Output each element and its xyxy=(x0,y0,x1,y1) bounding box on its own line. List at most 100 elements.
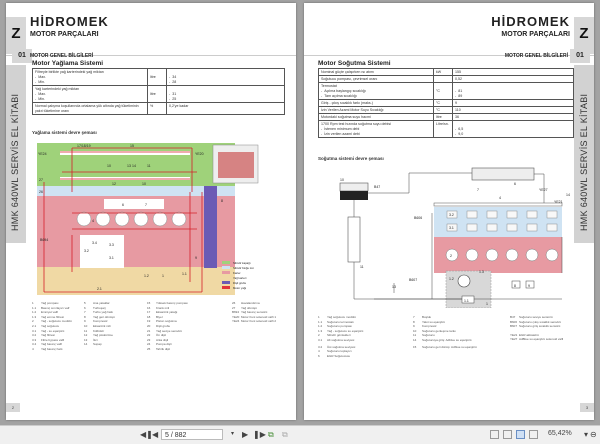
svg-text:YE21: YE21 xyxy=(554,200,563,204)
svg-text:3.2: 3.2 xyxy=(449,213,454,217)
svg-text:9: 9 xyxy=(195,256,197,260)
svg-text:15: 15 xyxy=(130,144,134,148)
cooling-diagram: 10 B47 6 7 4 YE27 14 YE21 B606 3.2 3.1 2… xyxy=(339,167,570,308)
svg-text:2: 2 xyxy=(450,254,452,258)
next-page-icon[interactable]: ▶ xyxy=(242,430,249,439)
continuous-view-icon[interactable] xyxy=(503,430,512,439)
svg-text:3.1: 3.1 xyxy=(109,256,114,260)
svg-text:13: 13 xyxy=(392,285,396,289)
svg-text:YE20: YE20 xyxy=(195,152,204,156)
svg-text:YE27: YE27 xyxy=(539,188,548,192)
svg-text:4: 4 xyxy=(92,219,94,223)
svg-text:B607: B607 xyxy=(409,278,417,282)
svg-text:Karter: Karter xyxy=(233,271,241,275)
section-title: MOTOR PARÇALARI xyxy=(501,31,570,38)
navigation-toolbar: ◀❚ ◀ 5 / 882 ▾ ▶ ❚▶ ⧉ ⧉ 65,42% ▾ ⊖ xyxy=(0,425,600,444)
side-strip xyxy=(574,65,594,243)
svg-text:B606: B606 xyxy=(414,216,422,220)
page-right: Z HİDROMEK MOTOR PARÇALARI 01 MOTOR GENE… xyxy=(304,3,594,420)
header-divider xyxy=(304,55,594,56)
subsection-title: MOTOR GENEL BİLGİLERİ xyxy=(504,53,568,59)
svg-text:YE24: YE24 xyxy=(38,152,47,156)
svg-text:1.2: 1.2 xyxy=(144,274,149,278)
svg-text:1.1: 1.1 xyxy=(182,272,187,276)
svg-text:6: 6 xyxy=(122,203,124,207)
svg-text:1.2: 1.2 xyxy=(449,277,454,281)
svg-text:Silindir kapağı: Silindir kapağı xyxy=(233,261,251,265)
svg-text:17/18/19: 17/18/19 xyxy=(77,144,91,148)
svg-text:12: 12 xyxy=(112,182,116,186)
svg-text:10: 10 xyxy=(107,164,111,168)
svg-text:10: 10 xyxy=(142,182,146,186)
svg-text:3.2: 3.2 xyxy=(84,249,89,253)
page-dropdown-icon[interactable]: ▾ xyxy=(231,431,235,437)
svg-text:26: 26 xyxy=(39,190,43,194)
svg-text:B47: B47 xyxy=(374,185,380,189)
page-number: 3 xyxy=(580,403,594,412)
svg-text:B694: B694 xyxy=(40,238,48,242)
zoom-dropdown-icon[interactable]: ▾ xyxy=(584,430,589,439)
svg-text:2.1: 2.1 xyxy=(97,287,102,291)
section-title: MOTOR PARÇALARI xyxy=(30,31,99,38)
svg-text:7: 7 xyxy=(477,188,479,192)
chapter-number: 01 xyxy=(570,49,590,63)
svg-text:1: 1 xyxy=(486,302,488,306)
zoom-out-icon[interactable]: ⊖ xyxy=(590,430,597,439)
first-page-icon[interactable]: ◀❚ xyxy=(140,430,153,439)
svg-text:1.1: 1.1 xyxy=(464,299,469,303)
svg-text:Silindir bloğu üst: Silindir bloğu üst xyxy=(233,266,254,270)
svg-text:14: 14 xyxy=(566,193,570,197)
header-divider xyxy=(6,55,296,56)
svg-text:Dişli grubu: Dişli grubu xyxy=(233,281,247,285)
hidromek-logo: HİDROMEK xyxy=(491,14,570,29)
page-number: 2 xyxy=(6,403,20,412)
svg-text:7: 7 xyxy=(145,203,147,207)
side-strip xyxy=(6,65,26,243)
svg-text:Yağ karteri: Yağ karteri xyxy=(233,276,247,280)
svg-text:Motor yağı: Motor yağı xyxy=(233,286,246,290)
diagram-title: Soğutma sistemi devre şeması xyxy=(318,156,384,161)
svg-text:3.3: 3.3 xyxy=(109,243,114,247)
previous-view-icon[interactable]: ⧉ xyxy=(268,430,274,439)
svg-text:8: 8 xyxy=(221,199,223,203)
svg-text:11: 11 xyxy=(147,164,151,168)
two-page-view-icon[interactable] xyxy=(516,430,525,439)
chapter-letter: Z xyxy=(574,17,594,54)
chapter-letter: Z xyxy=(6,17,26,54)
last-page-icon[interactable]: ❚▶ xyxy=(253,430,266,439)
page-left: Z HİDROMEK MOTOR PARÇALARI 01 MOTOR GENE… xyxy=(6,3,296,420)
chapter-number: 01 xyxy=(12,49,32,63)
svg-text:10: 10 xyxy=(340,178,344,182)
subsection-title: MOTOR GENEL BİLGİLERİ xyxy=(30,53,94,59)
svg-text:9: 9 xyxy=(528,284,530,288)
svg-text:4: 4 xyxy=(499,196,501,200)
svg-text:1: 1 xyxy=(162,274,164,278)
svg-text:11: 11 xyxy=(360,265,364,269)
section-heading: Motor Soğutma Sistemi xyxy=(318,60,391,67)
side-title: HMK 640WL SERVİS EL KİTABI xyxy=(579,93,589,231)
section-heading: Motor Yağlama Sistemi xyxy=(32,60,104,67)
svg-text:27: 27 xyxy=(39,178,43,182)
svg-text:13: 13 xyxy=(127,164,131,168)
lubrication-diagram: 17/18/19 15 YE24 YE20 10 13 14 11 12 10 … xyxy=(37,143,259,295)
svg-text:8: 8 xyxy=(514,284,516,288)
side-title: HMK 640WL SERVİS EL KİTABI xyxy=(10,93,20,231)
svg-text:3.4: 3.4 xyxy=(92,241,97,245)
two-page-continuous-view-icon[interactable] xyxy=(529,430,538,439)
svg-text:3.1: 3.1 xyxy=(449,226,454,230)
lubrication-spec-table: Filtreyle birlikte yağ karterindeki yağ … xyxy=(32,68,285,115)
prev-page-icon[interactable]: ◀ xyxy=(152,430,159,439)
diagram-title: Yağlama sistemi devre şeması xyxy=(32,130,97,135)
document-viewport[interactable]: Z HİDROMEK MOTOR PARÇALARI 01 MOTOR GENE… xyxy=(0,0,600,425)
next-view-icon[interactable]: ⧉ xyxy=(282,430,288,439)
svg-text:1.3: 1.3 xyxy=(479,270,484,274)
hidromek-logo: HİDROMEK xyxy=(30,14,109,29)
zoom-level[interactable]: 65,42% xyxy=(548,430,572,437)
svg-text:6: 6 xyxy=(514,182,516,186)
single-page-view-icon[interactable] xyxy=(490,430,499,439)
svg-text:14: 14 xyxy=(132,164,136,168)
page-number-input[interactable]: 5 / 882 xyxy=(161,429,223,440)
